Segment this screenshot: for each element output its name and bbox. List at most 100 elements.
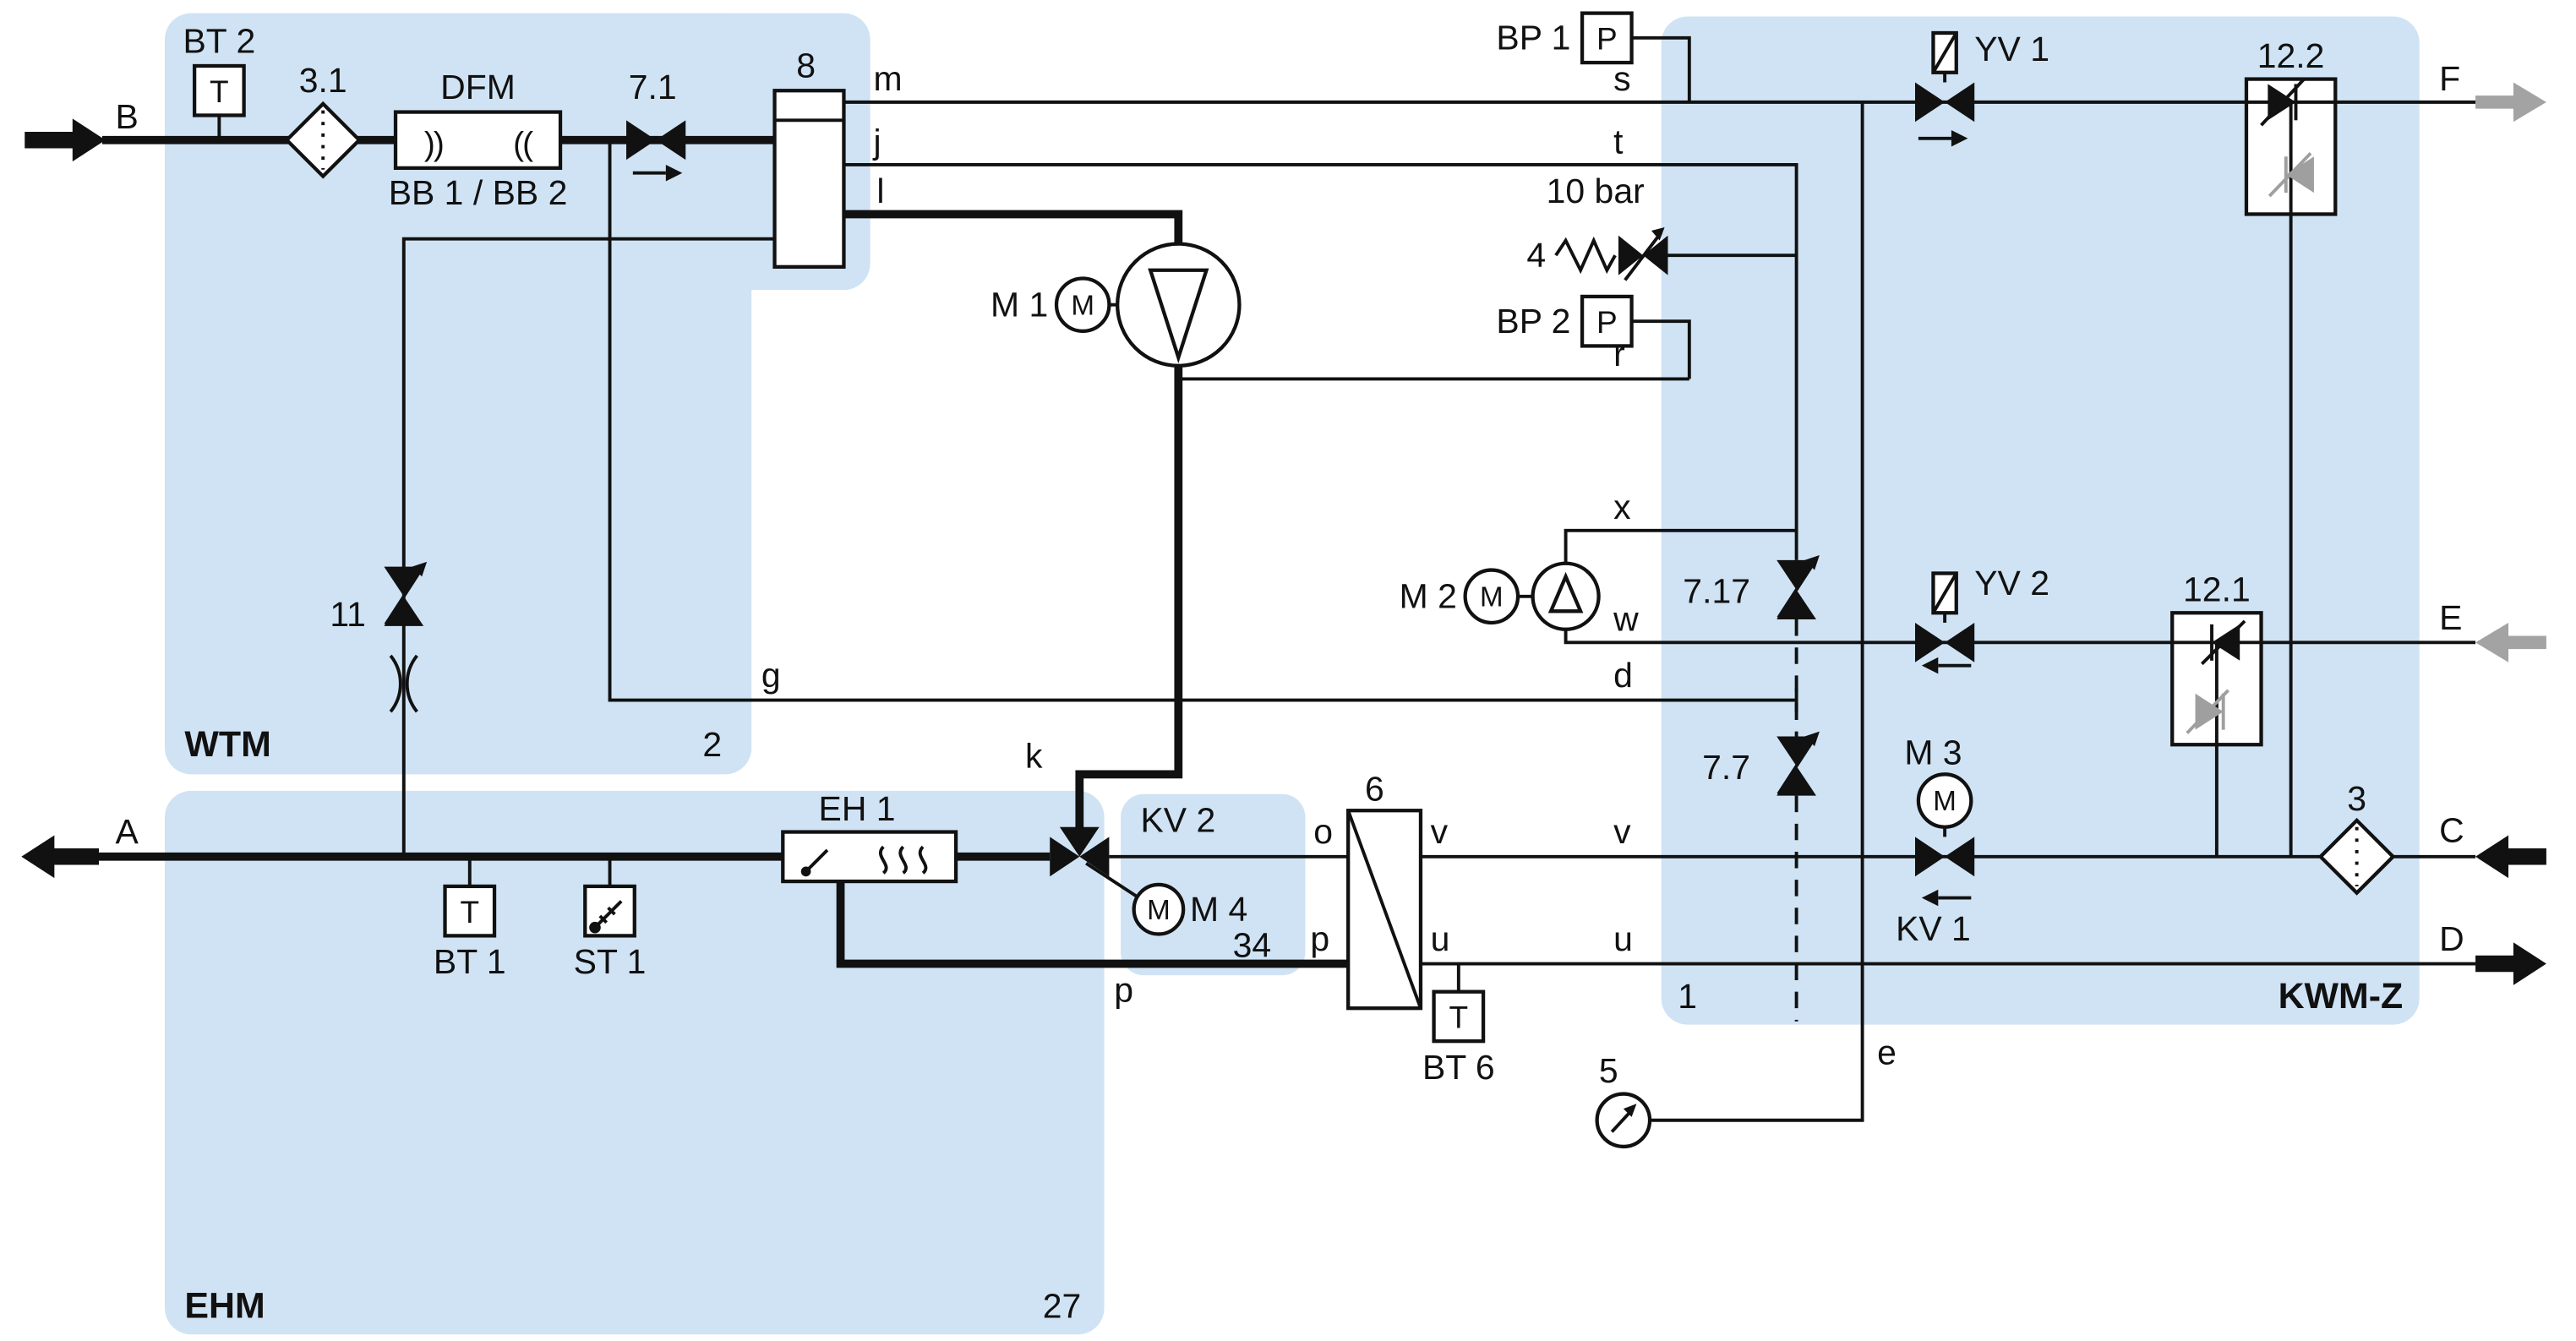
valve-body	[626, 120, 657, 161]
label-valve-7-7: 7.7	[1702, 748, 1750, 787]
endpoint-label-c: C	[2439, 810, 2464, 849]
endpoint-arrows	[21, 82, 2546, 985]
wtm-region	[165, 13, 752, 775]
filter-icon	[284, 101, 363, 179]
sensor-bt2-box	[192, 63, 246, 117]
label-bp1: BP 1	[1496, 18, 1570, 57]
solenoid-valve-yv2	[1915, 571, 1975, 674]
port-label-v1: v	[1431, 812, 1449, 851]
thermostat-bulb	[800, 866, 811, 877]
check-valve-alt-slash	[2186, 689, 2229, 734]
sensor-bp1-box	[1580, 11, 1634, 65]
module-label-ehm: EHM	[184, 1286, 265, 1327]
label-filter-3-1: 3.1	[299, 61, 347, 100]
hx-diagonal	[1346, 810, 1422, 1009]
vessel-8	[772, 89, 846, 269]
pipe-bp1-connector	[1631, 35, 1691, 102]
pipe-w-e-line	[1564, 629, 2476, 645]
label-bt1: BT 1	[434, 942, 506, 981]
impeller-icon	[1547, 571, 1584, 613]
spring-icon	[1554, 236, 1617, 275]
motor-icon	[1132, 882, 1186, 936]
flow-arrow-head	[1921, 657, 1939, 674]
pipe-x-line	[1564, 528, 1797, 564]
valve-body	[1945, 622, 1975, 662]
adjust-arrow-icon	[1776, 737, 1816, 795]
endpoint-label-a: A	[116, 812, 139, 851]
labels: B A F E C D WTM 2 EHM 27 1 KWM-Z KV 2 m …	[116, 18, 2464, 1326]
port-label-l: l	[876, 172, 884, 210]
ehm-region	[165, 790, 1105, 1335]
valve-body	[656, 120, 686, 161]
module-regions	[165, 13, 2420, 1335]
module-label-wtm: WTM	[184, 724, 270, 765]
valve-body	[1643, 235, 1668, 275]
port-label-d: d	[1613, 656, 1633, 695]
valve-body	[1050, 837, 1080, 877]
thermometer-bulb	[589, 921, 601, 934]
label-m4-number: 34	[1233, 926, 1272, 965]
pipe-p-heater-to-hx	[836, 881, 1349, 968]
valve-11	[384, 561, 428, 713]
gauge-5	[1595, 1092, 1652, 1149]
label-valve-7-17: 7.17	[1683, 572, 1750, 611]
valve-body	[384, 596, 424, 626]
valve-7-1	[626, 120, 686, 182]
pump-m2	[1463, 561, 1601, 631]
check-valve-slash	[2200, 619, 2246, 666]
module-number-ehm: 27	[1043, 1287, 1082, 1326]
label-relief-4: 4	[1526, 236, 1546, 275]
valve-body	[1915, 837, 1946, 877]
check-valve-slash	[2260, 78, 2306, 127]
port-label-k: k	[1025, 737, 1043, 776]
mixing-valve-kv2	[1050, 826, 1186, 936]
label-dfm: DFM	[440, 68, 516, 106]
pipe-bp2-connector	[1631, 319, 1691, 379]
label-yv1: YV 1	[1974, 30, 2049, 68]
glyph-bp2: P	[1596, 304, 1618, 340]
port-label-x: x	[1613, 488, 1631, 526]
gauge-needle-head	[1623, 1104, 1637, 1117]
flow-meter-dfm	[393, 110, 563, 171]
check-valve-alt-slash	[2268, 151, 2312, 198]
valve-body	[384, 566, 424, 597]
sensor-bt1-box	[443, 884, 497, 938]
impeller-icon	[1148, 268, 1209, 364]
inlet-c-arrow-icon	[2475, 835, 2546, 879]
glyph-m2: M	[1480, 581, 1504, 613]
label-bp2: BP 2	[1496, 302, 1570, 341]
outlet-f-arrow-icon	[2475, 82, 2546, 123]
valve-body	[1915, 82, 1946, 123]
outlet-a-arrow-icon	[21, 835, 100, 879]
vessel-8-body	[772, 89, 846, 269]
pipe-j-t-line	[843, 163, 1798, 560]
valve-body	[1059, 826, 1100, 857]
valve-body	[1079, 837, 1110, 877]
port-label-w: w	[1613, 600, 1639, 639]
pipe-bypass-line	[401, 237, 775, 857]
port-label-m: m	[874, 59, 903, 98]
motor-icon	[1054, 276, 1111, 334]
solenoid-valve-yv1	[1915, 30, 1975, 147]
label-m2: M 2	[1400, 576, 1457, 615]
venturi-icon	[389, 654, 402, 713]
gauge-needle	[1610, 1109, 1634, 1133]
port-label-p2: p	[1114, 970, 1133, 1009]
endpoint-label-e: E	[2439, 598, 2462, 637]
relief-arrow-head	[1651, 227, 1665, 241]
solenoid-slash	[1931, 32, 1958, 74]
valve-body	[1618, 235, 1644, 275]
glyph-bt2: T	[210, 74, 229, 109]
dfm-body	[393, 110, 563, 171]
label-check-12-2: 12.2	[2257, 36, 2325, 75]
adjust-arrow-icon	[384, 567, 423, 625]
port-label-g: g	[761, 656, 781, 695]
port-label-r: r	[1613, 335, 1625, 373]
pump-icon	[1116, 242, 1242, 368]
port-label-v2: v	[1613, 812, 1631, 851]
valve-body	[1945, 837, 1975, 877]
valve-body	[1915, 622, 1946, 662]
filter-icon	[2317, 817, 2396, 896]
outlet-d-arrow-icon	[2475, 942, 2546, 985]
